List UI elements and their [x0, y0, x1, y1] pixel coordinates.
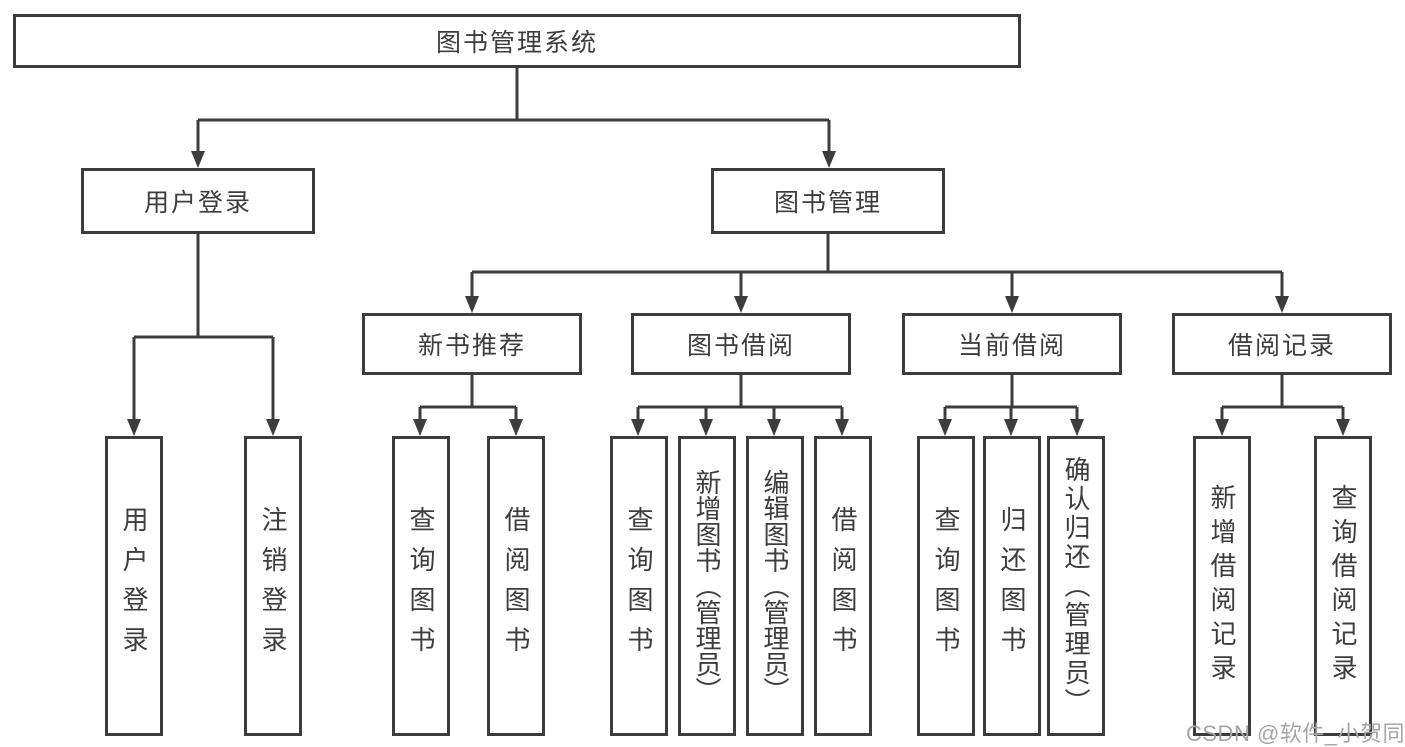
leaf-query-books-current: 查询图书 — [917, 436, 975, 736]
leaf-borrow-books-recommend: 借阅图书 — [487, 436, 545, 736]
node-new-book-recommend: 新书推荐 — [362, 313, 582, 375]
node-label: 新书推荐 — [417, 332, 526, 360]
leaf-label: 归还图书 — [997, 506, 1027, 666]
leaf-user-login: 用户登录 — [105, 436, 163, 736]
leaf-return-books: 归还图书 — [983, 436, 1041, 736]
leaf-confirm-return-admin: 确认归还（管理员） — [1047, 436, 1105, 736]
leaf-edit-book-admin: 编辑图书（管理员） — [746, 436, 804, 736]
leaf-label: 借阅图书 — [828, 506, 858, 666]
leaf-label: 确认归还（管理员） — [1061, 455, 1091, 717]
leaf-logout: 注销登录 — [244, 436, 302, 736]
leaf-label: 查询借阅记录 — [1328, 484, 1358, 688]
watermark: CSDN @软件_小贺同学 — [1186, 721, 1405, 746]
node-book-borrow: 图书借阅 — [631, 313, 851, 375]
leaf-label: 借阅图书 — [501, 506, 531, 666]
leaf-label: 查询图书 — [406, 506, 436, 666]
leaf-label: 注销登录 — [258, 506, 288, 666]
node-user-login: 用户登录 — [81, 168, 315, 234]
leaf-query-borrow-record: 查询借阅记录 — [1314, 436, 1372, 736]
leaf-label: 查询图书 — [931, 506, 961, 666]
leaf-borrow-books: 借阅图书 — [814, 436, 872, 736]
leaf-query-books-borrow: 查询图书 — [610, 436, 668, 736]
leaf-add-book-admin: 新增图书（管理员） — [678, 436, 736, 736]
node-label: 借阅记录 — [1227, 332, 1336, 360]
node-label: 图书借阅 — [686, 332, 795, 360]
leaf-query-books-recommend: 查询图书 — [392, 436, 450, 736]
node-borrow-records: 借阅记录 — [1172, 313, 1392, 375]
node-label: 图书管理 — [773, 189, 882, 217]
node-library-management-system: 图书管理系统 — [13, 14, 1021, 68]
arrowheads — [127, 151, 1350, 436]
leaf-label: 编辑图书（管理员） — [760, 469, 790, 703]
leaf-add-borrow-record: 新增借阅记录 — [1193, 436, 1251, 736]
node-label: 图书管理系统 — [435, 29, 598, 57]
node-book-management: 图书管理 — [711, 168, 945, 234]
leaf-label: 查询图书 — [624, 506, 654, 666]
node-label: 当前借阅 — [957, 332, 1066, 360]
node-current-borrow: 当前借阅 — [902, 313, 1122, 375]
node-label: 用户登录 — [143, 189, 252, 217]
leaf-label: 新增借阅记录 — [1207, 484, 1237, 688]
leaf-label: 新增图书（管理员） — [692, 469, 722, 703]
leaf-label: 用户登录 — [119, 506, 149, 666]
